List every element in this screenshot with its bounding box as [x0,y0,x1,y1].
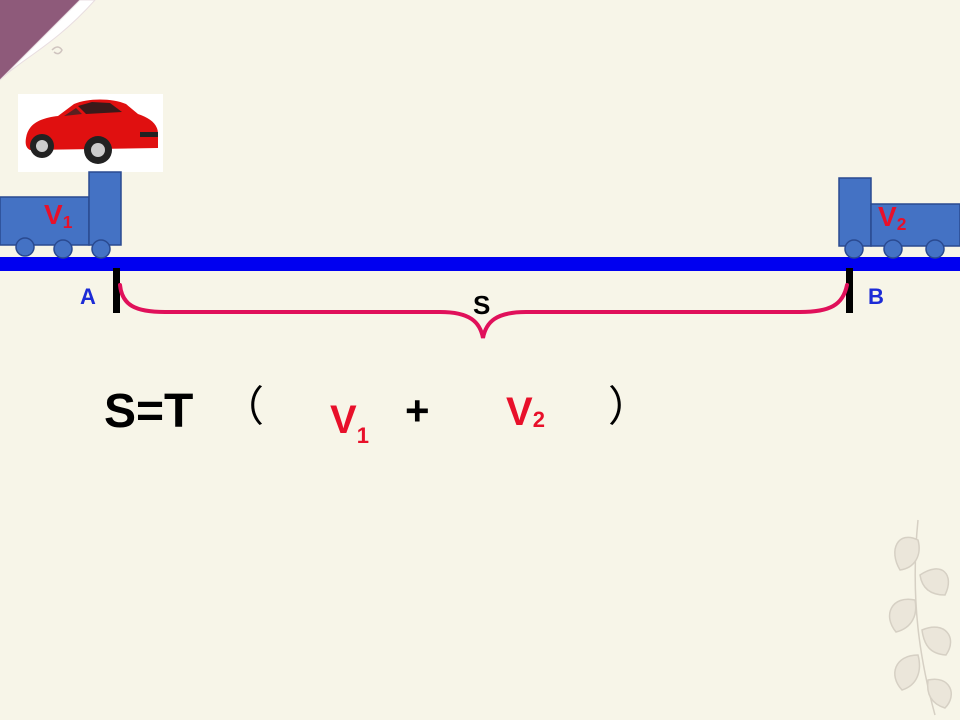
distance-brace [118,283,849,339]
formula-close-paren: ） [608,383,651,430]
truck-right-velocity-label: V2 [878,201,907,235]
formula-v2: V2 [506,390,545,434]
distance-label: S [473,290,491,320]
truck-left-velocity-label: V1 [44,199,73,233]
point-a-label: A [80,284,96,309]
point-b-label: B [868,284,884,309]
leaf-decoration-icon [888,519,952,716]
formula-open-paren: （ [222,383,265,430]
truck-left [0,171,122,259]
red-sports-car-icon [18,94,163,172]
formula-plus: + [405,387,430,434]
page-curl-decoration [0,0,96,81]
marker-a [113,268,120,313]
marker-b [846,268,853,313]
road [0,257,960,271]
formula-v1: V1 [330,398,369,448]
truck-right [838,177,960,259]
formula-lhs: S=T [104,385,194,438]
